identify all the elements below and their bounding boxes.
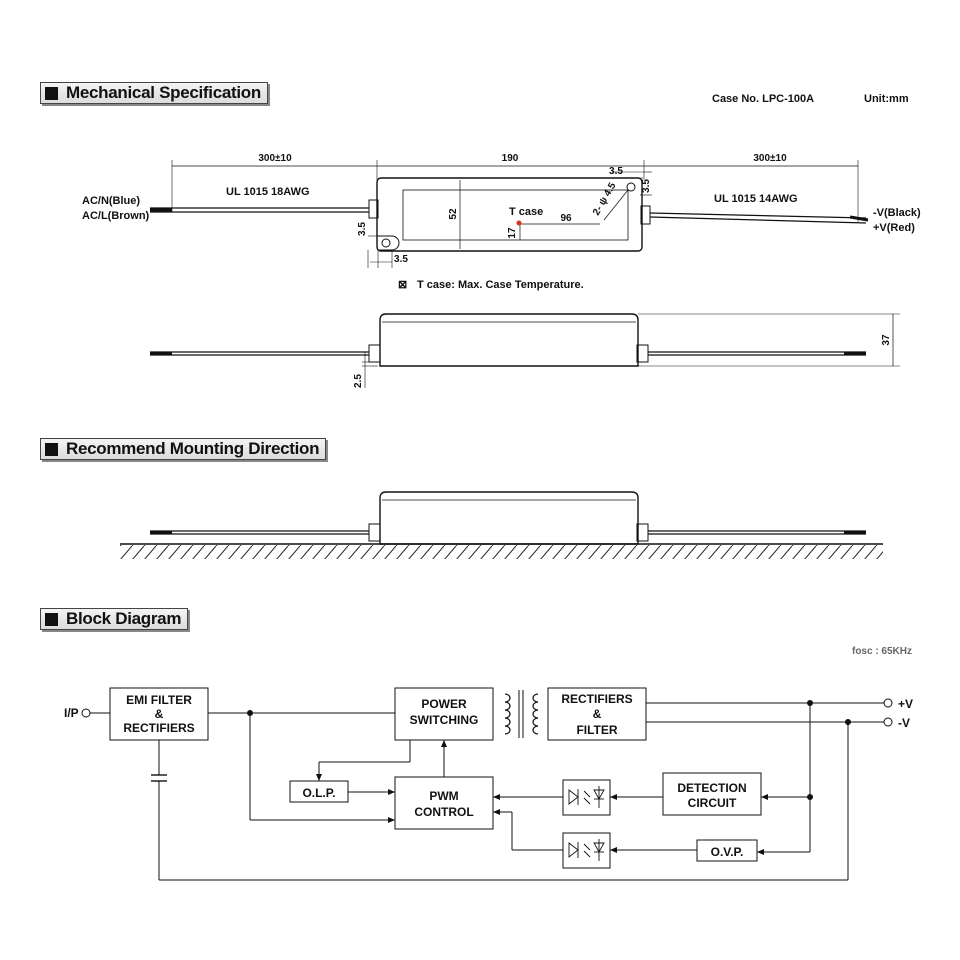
block-diagram-header: Block Diagram xyxy=(40,608,189,630)
header-square-icon xyxy=(45,86,58,100)
mounting-direction-header: Recommend Mounting Direction xyxy=(40,438,327,460)
mounting-direction-title: Recommend Mounting Direction xyxy=(66,439,320,458)
wire-ac-l: AC/L(Brown) xyxy=(82,210,150,222)
dim-corner-b: 3.5 xyxy=(641,179,652,193)
header-square-icon xyxy=(45,612,58,626)
pwm-control-box xyxy=(394,776,494,830)
output-neg-terminal-icon xyxy=(883,717,893,727)
junction-dot xyxy=(247,710,253,716)
emi-label-1: EMI FILTER xyxy=(126,693,192,707)
dim-left-cable: 300±10 xyxy=(258,153,292,164)
olp-label: O.L.P. xyxy=(302,786,335,800)
junction-dot xyxy=(807,700,813,706)
wire-pos-out: +V(Red) xyxy=(873,222,915,234)
wire-ac-n: AC/N(Blue) xyxy=(82,195,140,207)
dim-corner-a: 3.5 xyxy=(609,166,623,177)
dim-height: 52 xyxy=(448,208,459,220)
wire-neg-out: -V(Black) xyxy=(873,207,921,219)
emi-label-3: RECTIFIERS xyxy=(123,721,194,735)
ovp-label: O.V.P. xyxy=(711,845,744,859)
rect-label-1: RECTIFIERS xyxy=(561,692,632,706)
dim-base-offset: 2.5 xyxy=(353,374,364,388)
mechanical-spec-header: Mechanical Specification xyxy=(40,82,268,104)
header-square-icon xyxy=(45,442,58,456)
dim-hole: 2- ψ 4.5 xyxy=(591,181,619,218)
pwm-label-2: CONTROL xyxy=(414,805,473,819)
pwm-label-1: PWM xyxy=(429,789,458,803)
side-view xyxy=(150,313,900,388)
input-terminal-icon xyxy=(81,708,91,718)
junction-dot xyxy=(807,794,813,800)
out-pos-label: +V xyxy=(898,697,913,711)
tcase-note-mark: ⊠ xyxy=(398,279,407,291)
rect-label-2: & xyxy=(593,707,602,721)
rect-label-3: FILTER xyxy=(576,723,617,737)
tcase-point-icon xyxy=(516,220,522,226)
label-area xyxy=(402,189,629,241)
junction-dot xyxy=(845,719,851,725)
tcase-marker-label: T case xyxy=(509,206,543,218)
output-pos-terminal-icon xyxy=(883,698,893,708)
detect-label-2: CIRCUIT xyxy=(688,796,737,810)
optocoupler-1 xyxy=(562,779,611,816)
power-label-1: POWER xyxy=(421,697,467,711)
case-body-top xyxy=(376,177,643,252)
tcase-note: T case: Max. Case Temperature. xyxy=(417,279,584,291)
case-number: Case No. LPC-100A xyxy=(712,93,814,105)
input-label: I/P xyxy=(64,706,79,720)
top-view xyxy=(150,160,869,268)
dim-right-cable: 300±10 xyxy=(753,153,787,164)
dim-body-length: 190 xyxy=(502,153,519,164)
block-diagram xyxy=(81,687,893,881)
unit-label: Unit:mm xyxy=(864,93,909,105)
right-cable-spec: UL 1015 14AWG xyxy=(714,193,798,205)
fosc-label: fosc : 65KHz xyxy=(852,646,912,657)
dim-tcase-y: 17 xyxy=(507,227,518,239)
dim-thickness: 37 xyxy=(881,334,892,346)
mounting-view xyxy=(120,491,883,559)
left-cable-spec: UL 1015 18AWG xyxy=(226,186,310,198)
emi-label-2: & xyxy=(155,707,164,721)
optocoupler-2 xyxy=(562,832,611,869)
out-neg-label: -V xyxy=(898,716,910,730)
mechanical-spec-title: Mechanical Specification xyxy=(66,83,261,102)
dim-tcase-x: 96 xyxy=(560,213,572,224)
detect-label-1: DETECTION xyxy=(677,781,746,795)
block-diagram-title: Block Diagram xyxy=(66,609,182,628)
dim-tab-height: 3.5 xyxy=(357,222,368,236)
rectifiers-filter-box xyxy=(547,687,647,741)
power-label-2: SWITCHING xyxy=(410,713,479,727)
dim-tab-width: 3.5 xyxy=(394,254,408,265)
